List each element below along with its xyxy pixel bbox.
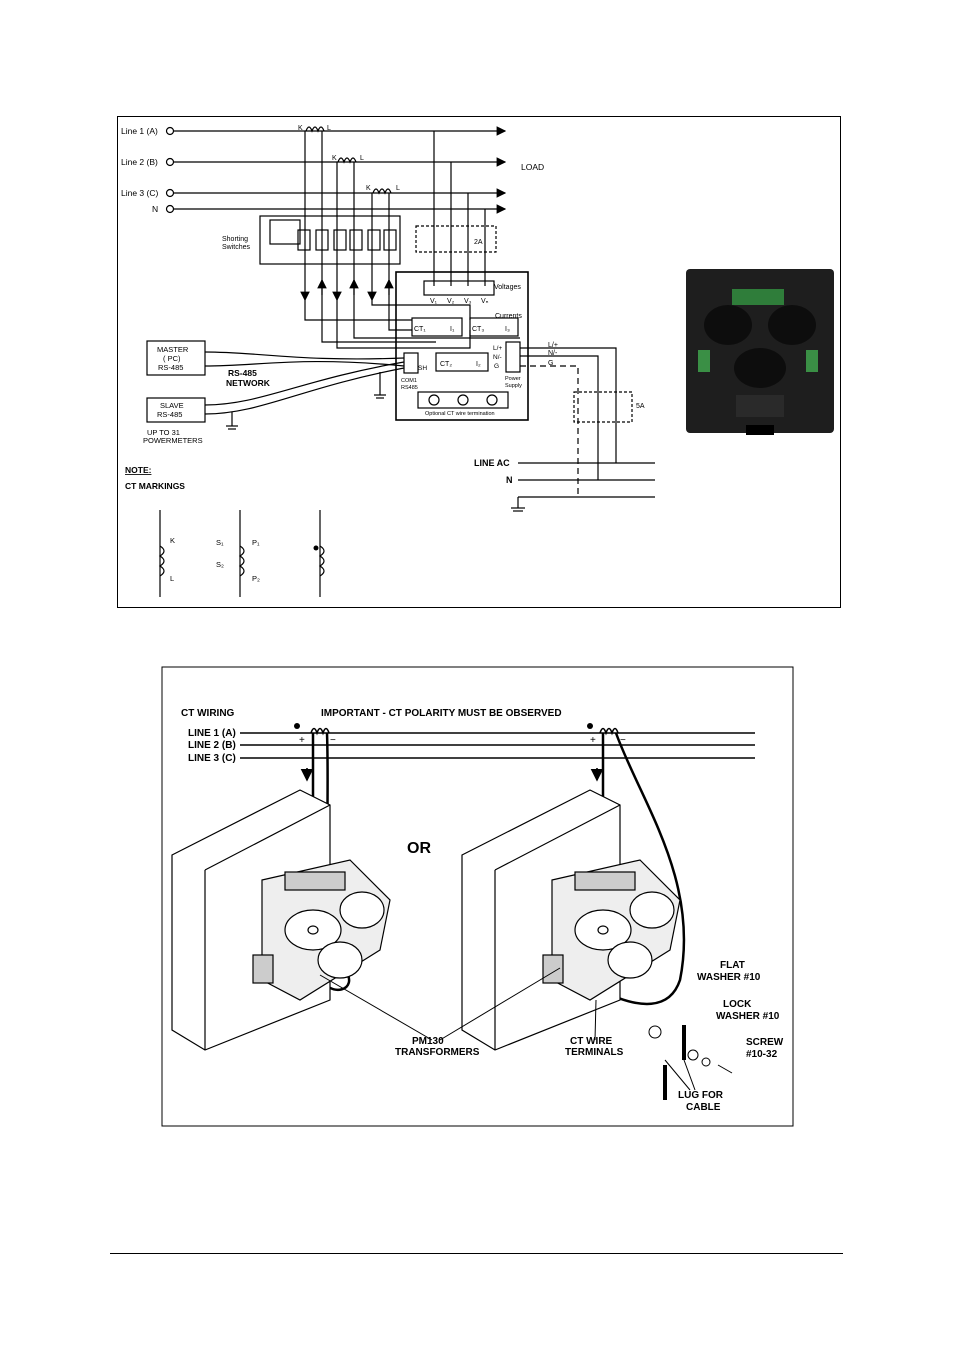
ct3-label: CT₃ [472, 326, 484, 333]
or-label: OR [407, 840, 431, 857]
v1-label: V₁ [430, 298, 438, 305]
plus-right: + [590, 735, 596, 746]
ct2-label: CT₂ [440, 361, 452, 368]
ct-l-label: L [327, 125, 331, 132]
supply-label: Supply [505, 383, 522, 389]
v3-label: V₃ [464, 298, 472, 305]
mark-p2-label: P₂ [252, 574, 260, 583]
fuse-5a-label: 5A [636, 403, 645, 410]
g-wire-label: G [548, 360, 553, 367]
power-label: Power [505, 376, 521, 382]
slave-label: SLAVE [160, 401, 184, 410]
lock-label: LOCK [723, 999, 752, 1010]
ct-k-label: K [332, 155, 337, 162]
nminus-label: N/- [493, 354, 502, 361]
vn-label: Vₙ [481, 298, 489, 305]
ct-k-label: K [298, 125, 303, 132]
master-rs485-label: RS-485 [158, 363, 183, 372]
neutral-ac-label: N [506, 475, 513, 485]
lplus-label: L/+ [493, 345, 502, 352]
transformers-label: TRANSFORMERS [395, 1047, 480, 1058]
terminals-label: TERMINALS [565, 1047, 624, 1058]
line1-label-2: LINE 1 (A) [188, 728, 236, 739]
network-label: NETWORK [226, 378, 271, 388]
screw-label: SCREW [746, 1037, 784, 1048]
upto-label: UP TO 31 [147, 428, 180, 437]
plus-left: + [299, 735, 305, 746]
ct-l-label: L [396, 185, 400, 192]
footer-rule [110, 1253, 843, 1254]
voltages-label: Voltages [494, 284, 521, 291]
rs485-network-label: RS-485 [228, 368, 257, 378]
mark-p1-label: P₁ [252, 538, 260, 547]
flat-label: FLAT [720, 960, 745, 971]
mark-s2-label: S₂ [216, 560, 224, 569]
line-ac-label: LINE AC [474, 458, 510, 468]
powermeters-label: POWERMETERS [143, 436, 203, 445]
neutral-label: N [152, 204, 158, 214]
ct-k-label: K [366, 185, 371, 192]
polarity-warning: IMPORTANT - CT POLARITY MUST BE OBSERVED [321, 708, 562, 719]
line3-label-2: LINE 3 (C) [188, 753, 236, 764]
ct-wiring-title: CT WIRING [181, 708, 235, 719]
screw-size-label: #10-32 [746, 1049, 778, 1060]
nminus-wire-label: N/- [548, 350, 558, 357]
flat-washer-label: WASHER #10 [697, 972, 761, 983]
i2-label: I₂ [476, 361, 481, 368]
ct-markings-label: CT MARKINGS [125, 481, 185, 491]
line2-label-2: LINE 2 (B) [188, 740, 236, 751]
note-label: NOTE: [125, 465, 152, 475]
currents-label: Currents [495, 313, 522, 320]
lock-washer-label: WASHER #10 [716, 1011, 780, 1022]
load-label: LOAD [521, 162, 544, 172]
lplus-wire-label: L/+ [548, 342, 558, 349]
optional-ct-label: Optional CT wire termination [425, 411, 495, 417]
ct-l-label: L [360, 155, 364, 162]
com1-rs485-label: RS485 [401, 385, 418, 391]
switches-label: Switches [222, 244, 251, 251]
v2-label: V₂ [447, 298, 455, 305]
mark-s1-label: S₁ [216, 538, 224, 547]
master-pc-label: ( PC) [163, 354, 181, 363]
line2-label: Line 2 (B) [121, 157, 158, 167]
minus-left: − [330, 735, 336, 746]
line3-label: Line 3 (C) [121, 188, 158, 198]
shorting-label: Shorting [222, 236, 248, 243]
master-label: MASTER [157, 345, 189, 354]
i3-label: I₃ [505, 326, 510, 333]
mark-l-label: L [170, 574, 174, 583]
ct1-label: CT₁ [414, 326, 426, 333]
mark-k-label: K [170, 536, 175, 545]
cable-label: CABLE [686, 1102, 721, 1113]
i1-label: I₁ [450, 326, 455, 333]
sh-label: SH [418, 365, 427, 372]
com1-label: COM1 [401, 378, 417, 384]
slave-rs485-label: RS-485 [157, 410, 182, 419]
g-label: G [494, 363, 499, 370]
minus-right: − [620, 735, 626, 746]
lug-label: LUG FOR [678, 1090, 724, 1101]
fuse-2a-label: 2A [474, 239, 483, 246]
ct-wire-label: CT WIRE [570, 1036, 613, 1047]
line1-label: Line 1 (A) [121, 126, 158, 136]
pm130-label: PM130 [412, 1036, 444, 1047]
